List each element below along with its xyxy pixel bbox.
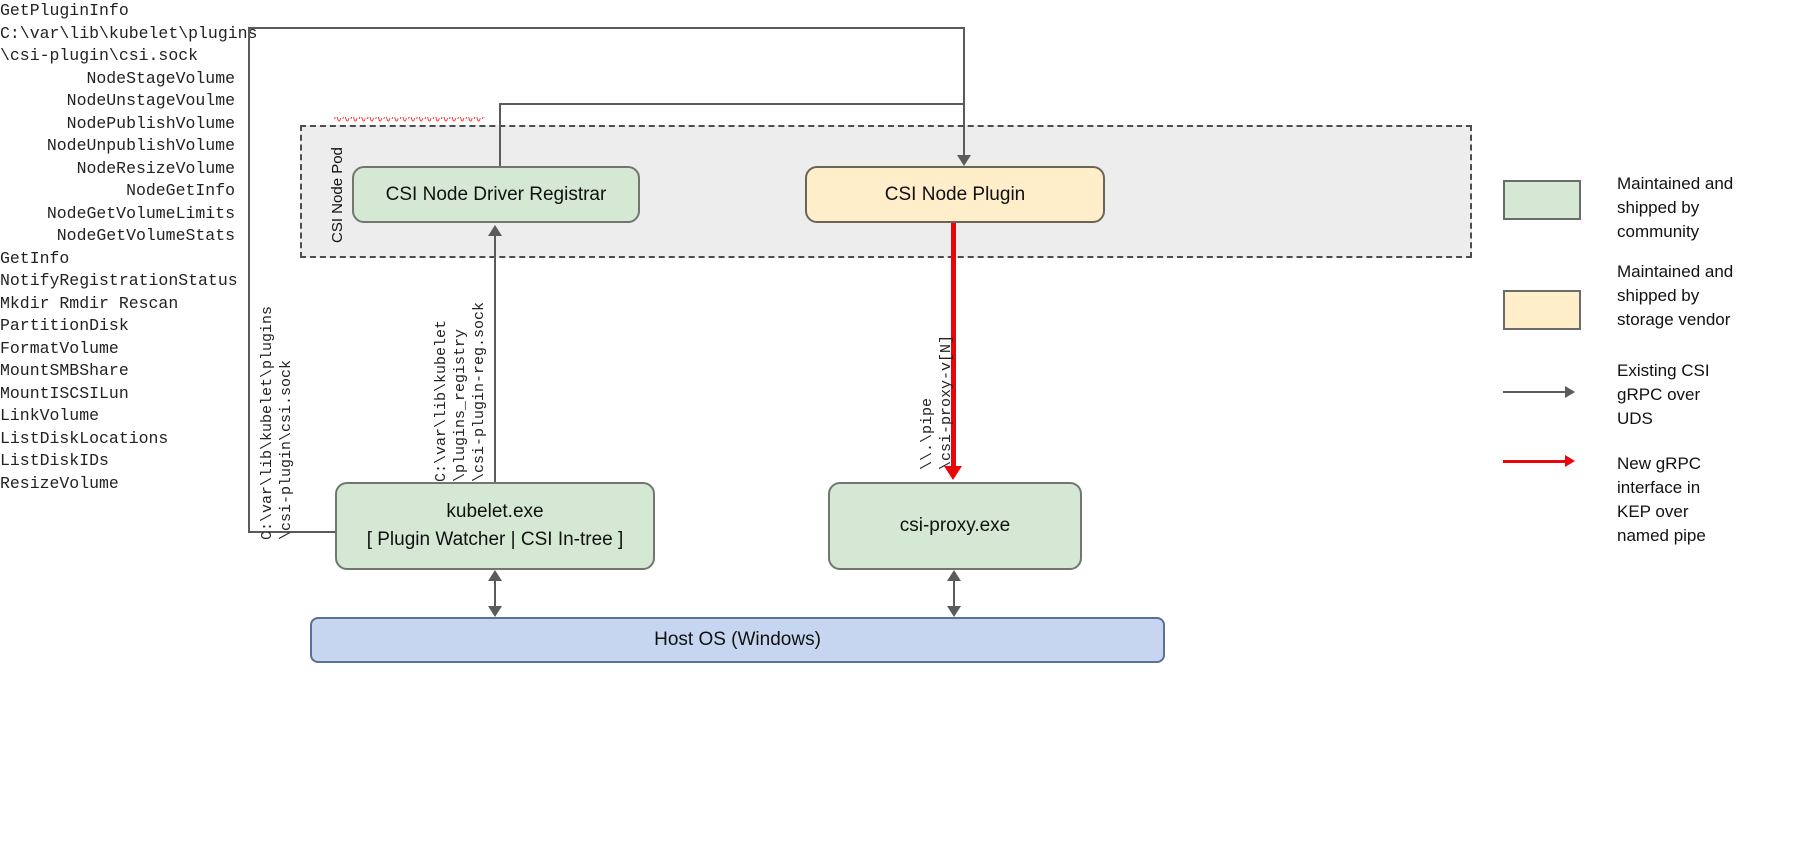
list-registration-rpcs: GetInfo NotifyRegistrationStatus: [0, 248, 238, 291]
label-plugins-registry-sock-path-rotated: C:\var\lib\kubelet \plugins_registry \cs…: [433, 301, 488, 482]
arrowhead-into-csi-proxy: [944, 466, 962, 480]
arrowhead-csiproxy-hostos-down: [947, 606, 961, 617]
box-csi-node-driver-registrar[interactable]: CSI Node Driver Registrar: [352, 166, 640, 223]
box-kubelet-exe[interactable]: kubelet.exe [ Plugin Watcher | CSI In-tr…: [335, 482, 655, 570]
legend-swatch-storage-vendor: [1503, 290, 1581, 330]
label-get-plugin-info: GetPluginInfo: [0, 1, 129, 20]
box-kubelet-exe-line1: kubelet.exe: [446, 501, 544, 523]
box-kubelet-exe-line2: [ Plugin Watcher | CSI In-tree ]: [366, 529, 624, 550]
edge-node-plugin-to-csi-proxy: [951, 223, 956, 470]
csi-node-pod-label: CSI Node Pod: [329, 147, 346, 243]
arrowhead-kubelet-hostos-down: [488, 606, 502, 617]
edge-kubelet-to-nodeplugin-stub: [248, 531, 338, 533]
edge-kubelet-to-registrar: [494, 236, 496, 482]
legend-arrow-line-existing: [1503, 391, 1565, 393]
arrowhead-kubelet-hostos-up: [488, 570, 502, 581]
legend-label-existing-csi: Existing CSI gRPC over UDS: [1617, 361, 1710, 428]
edge-kubelet-to-nodeplugin-vertical-left: [248, 27, 250, 533]
box-csi-node-driver-registrar-label: CSI Node Driver Registrar: [385, 183, 607, 205]
legend-label-new-grpc: New gRPC interface in KEP over named pip…: [1617, 454, 1706, 545]
edge-csiproxy-to-hostos: [953, 580, 955, 610]
edge-registrar-getplugininfo-vertical: [499, 103, 501, 167]
box-csi-proxy-exe[interactable]: csi-proxy.exe: [828, 482, 1082, 570]
legend-label-community: Maintained and shipped by community: [1617, 174, 1734, 241]
arrowhead-csiproxy-hostos-up: [947, 570, 961, 581]
list-csi-node-rpcs: NodeStageVolume NodeUnstageVoulme NodePu…: [46, 68, 235, 246]
edge-kubelet-to-hostos: [494, 580, 496, 610]
label-csi-plugin-sock-path: C:\var\lib\kubelet\plugins \csi-plugin\c…: [0, 23, 258, 66]
legend-arrowhead-existing: [1565, 386, 1575, 398]
arrowhead-into-node-plugin: [957, 155, 971, 166]
box-host-os-label: Host OS (Windows): [654, 629, 821, 651]
edge-registrar-getplugininfo-horizontal: [499, 103, 965, 105]
legend-swatch-community: [1503, 180, 1581, 220]
box-host-os[interactable]: Host OS (Windows): [310, 617, 1165, 663]
legend-arrow-line-new: [1503, 460, 1565, 463]
arrowhead-into-registrar: [488, 225, 502, 236]
label-kubelet-csi-sock-path-rotated: C:\var\lib\kubelet\plugins \csi-plugin\c…: [259, 305, 295, 540]
edge-kubelet-to-nodeplugin-top: [248, 27, 965, 29]
box-csi-node-plugin[interactable]: CSI Node Plugin: [805, 166, 1105, 223]
legend-arrowhead-new: [1565, 455, 1575, 467]
spellcheck-squiggle-icon: ∿∿∿∿∿∿∿∿∿∿∿∿∿∿∿∿∿∿∿∿∿∿∿∿∿: [333, 117, 485, 122]
legend-label-storage-vendor: Maintained and shipped by storage vendor: [1617, 262, 1734, 329]
box-csi-proxy-exe-label: csi-proxy.exe: [899, 515, 1011, 537]
edge-kubelet-to-nodeplugin-vertical-right: [963, 27, 965, 157]
label-named-pipe-rotated: \\.\pipe \csi-proxy-v[N]: [919, 334, 955, 470]
box-csi-node-plugin-label: CSI Node Plugin: [884, 183, 1026, 205]
list-csi-proxy-rpcs: Mkdir Rmdir Rescan PartitionDisk FormatV…: [0, 293, 179, 493]
